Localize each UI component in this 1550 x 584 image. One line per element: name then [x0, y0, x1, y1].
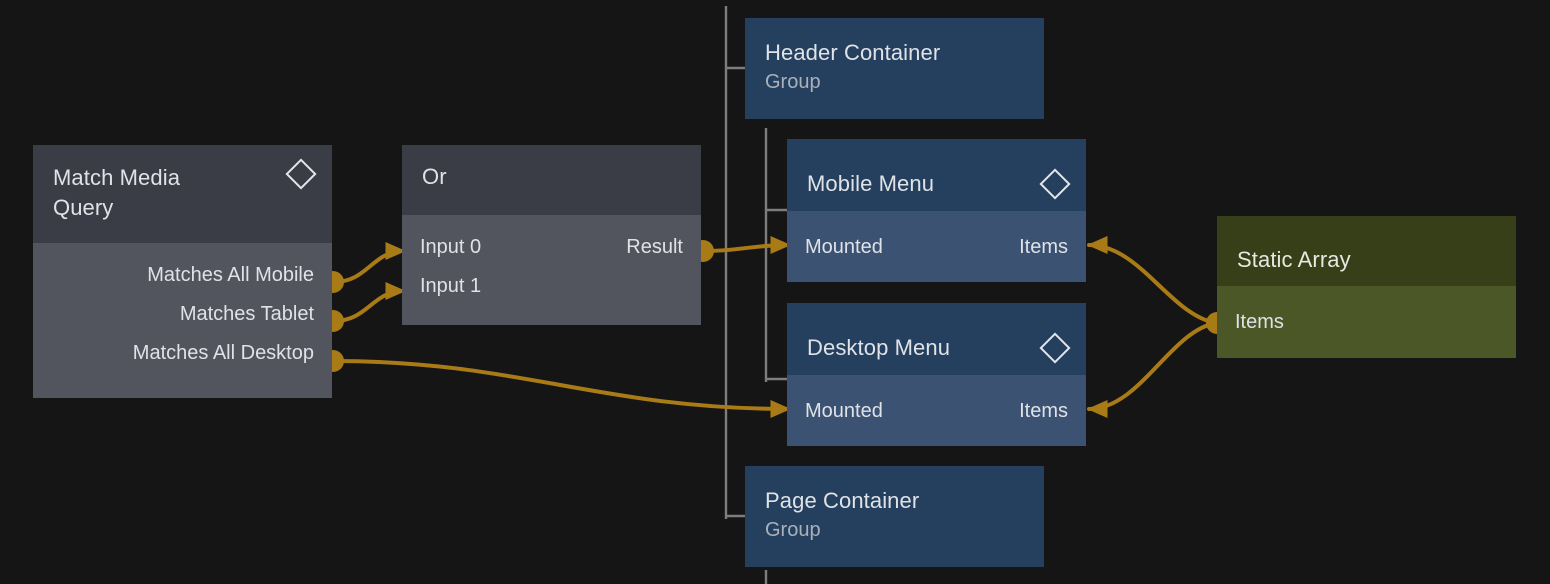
- node-title: Desktop Menu: [807, 334, 951, 360]
- node-title: Page Container: [765, 488, 920, 513]
- node-title: Header Container: [765, 40, 941, 65]
- node-subtitle: Group: [765, 71, 821, 93]
- port-row-mounted-items[interactable]: Mounted Items: [787, 375, 1086, 446]
- node-desktop-menu[interactable]: Desktop Menu Mounted Items: [787, 303, 1086, 446]
- wire-matches-all-mobile-to-input-0: [332, 241, 407, 284]
- node-body: Items: [1217, 286, 1516, 358]
- node-title: Static Array: [1237, 246, 1351, 272]
- output-port-matches-tablet[interactable]: Matches Tablet: [33, 294, 332, 333]
- node-body: Mounted Items: [787, 211, 1086, 282]
- output-port-items[interactable]: Items: [1217, 286, 1516, 358]
- node-header: Match Media Query: [33, 145, 332, 243]
- node-mobile-menu[interactable]: Mobile Menu Mounted Items: [787, 139, 1086, 282]
- node-static-array[interactable]: Static Array Items: [1217, 216, 1516, 358]
- node-header: Page Container Group: [745, 466, 1044, 544]
- node-header: Header Container Group: [745, 18, 1044, 96]
- input-port-label-input-0: Input 0: [420, 235, 482, 258]
- output-port-matches-all-desktop[interactable]: Matches All Desktop: [33, 333, 332, 372]
- port-label: Items: [1235, 311, 1284, 333]
- node-page-container[interactable]: Page Container Group: [745, 466, 1044, 567]
- wire-matches-all-desktop-to-desktop-menu-mounted: [332, 359, 792, 419]
- input-port-label-input-1: Input 1: [420, 274, 482, 297]
- port-label: Matches All Desktop: [132, 341, 314, 364]
- port-label: Matches All Mobile: [147, 263, 314, 286]
- wire-matches-tablet-to-input-1: [332, 281, 407, 323]
- wire-result-to-mobile-menu-mounted: [703, 235, 792, 255]
- node-subtitle: Group: [765, 519, 821, 541]
- input-port-label-items: Items: [1019, 399, 1068, 422]
- node-header: Mobile Menu: [787, 139, 1086, 211]
- port-row-input-1[interactable]: Input 1: [402, 266, 701, 305]
- node-header: Or: [402, 145, 701, 215]
- input-port-label-mounted: Mounted: [805, 235, 883, 258]
- port-row-input-0-result[interactable]: Input 0 Result: [402, 227, 701, 266]
- output-port-label-result: Result: [626, 235, 683, 258]
- node-header: Desktop Menu: [787, 303, 1086, 375]
- output-port-matches-all-mobile[interactable]: Matches All Mobile: [33, 255, 332, 294]
- node-title: Match Media Query: [53, 165, 181, 220]
- node-match-media-query[interactable]: Match Media Query Matches All Mobile Mat…: [33, 145, 332, 398]
- diamond-icon: [1039, 331, 1071, 364]
- node-body: Input 0 Result Input 1: [402, 215, 701, 325]
- node-title: Or: [422, 164, 447, 189]
- input-port-label-mounted: Mounted: [805, 399, 883, 422]
- port-label: Matches Tablet: [179, 302, 314, 325]
- node-body: Matches All Mobile Matches Tablet Matche…: [33, 243, 332, 398]
- node-header: Static Array: [1217, 216, 1516, 286]
- wire-static-array-to-desktop-menu-items: [1086, 321, 1218, 419]
- node-header-container[interactable]: Header Container Group: [745, 18, 1044, 119]
- node-title: Mobile Menu: [807, 170, 935, 196]
- node-or[interactable]: Or Input 0 Result Input 1: [402, 145, 701, 325]
- diamond-icon: [1039, 167, 1071, 200]
- wire-static-array-to-mobile-menu-items: [1086, 235, 1218, 325]
- diamond-icon: [285, 158, 317, 190]
- input-port-label-items: Items: [1019, 235, 1068, 258]
- node-body: Mounted Items: [787, 375, 1086, 446]
- port-row-mounted-items[interactable]: Mounted Items: [787, 211, 1086, 282]
